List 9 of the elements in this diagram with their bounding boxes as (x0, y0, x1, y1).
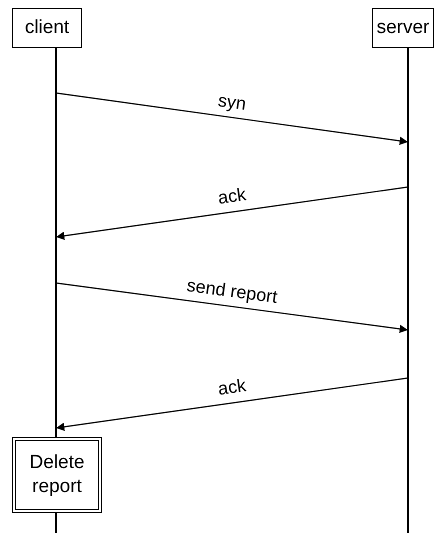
lifeline-box: client (12, 8, 82, 48)
message-arrow (56, 186, 408, 240)
message-arrow (56, 92, 408, 145)
message-arrow (56, 282, 408, 334)
lifeline-box: server (372, 8, 434, 48)
lifeline (55, 48, 57, 533)
action-box: Delete report (12, 437, 102, 513)
lifeline (407, 48, 409, 533)
message-arrow (56, 377, 408, 431)
